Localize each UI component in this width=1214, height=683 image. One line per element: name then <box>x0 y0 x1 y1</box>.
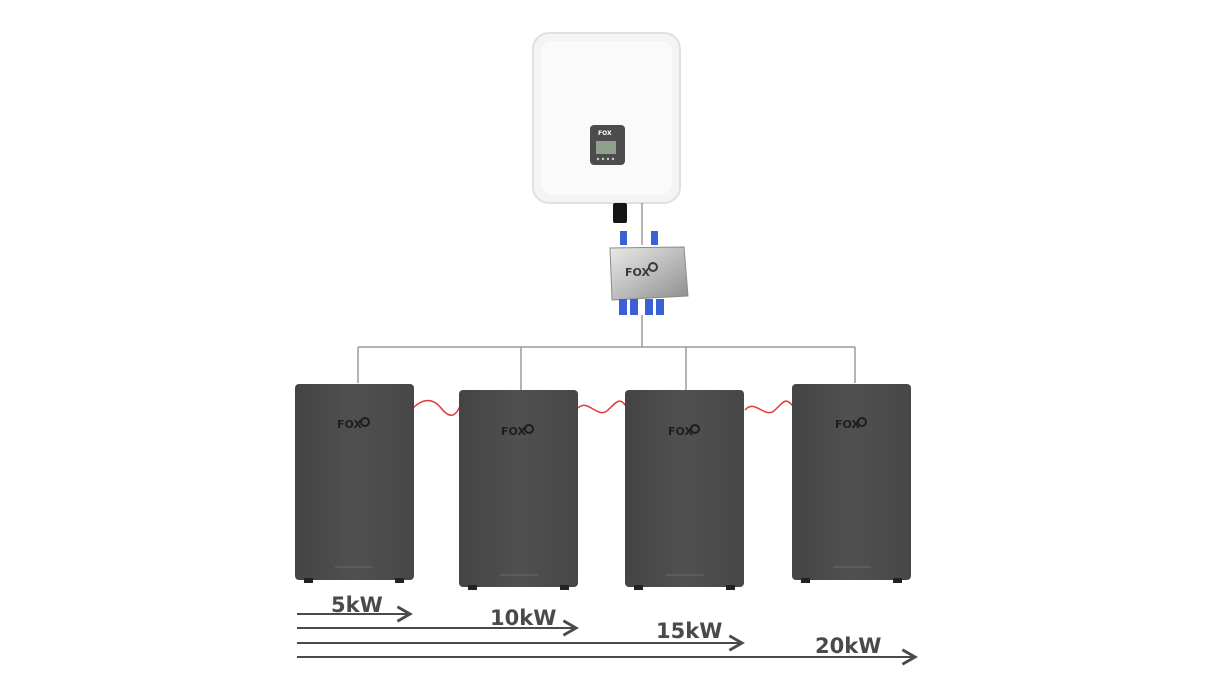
battery-logo: FOX <box>501 425 526 438</box>
battery-logo: FOX <box>337 418 362 431</box>
battery-module: FOX <box>459 390 578 590</box>
capacity-label-10kw: 10kW <box>490 606 556 630</box>
battery-module: FOX <box>792 384 911 583</box>
battery-link-cables <box>412 399 794 416</box>
capacity-label-5kw: 5kW <box>331 593 383 617</box>
capacity-label-20kw: 20kW <box>815 634 881 658</box>
combiner-box: FOX <box>609 231 689 315</box>
battery-module: FOX <box>625 390 744 590</box>
battery-module: FOX <box>295 384 414 583</box>
combiner-logo: FOX <box>625 266 650 279</box>
inverter-display-panel: FOX <box>590 125 625 165</box>
battery-logo: FOX <box>668 425 693 438</box>
bus-wiring <box>357 315 856 390</box>
capacity-label-15kw: 15kW <box>656 619 722 643</box>
battery-logo: FOX <box>835 418 860 431</box>
inverter-logo: FOX <box>598 130 612 137</box>
capacity-scale: 5kW 10kW 15kW 20kW <box>297 593 918 666</box>
inverter: FOX <box>532 32 681 223</box>
inverter-cable-gland <box>613 203 627 223</box>
